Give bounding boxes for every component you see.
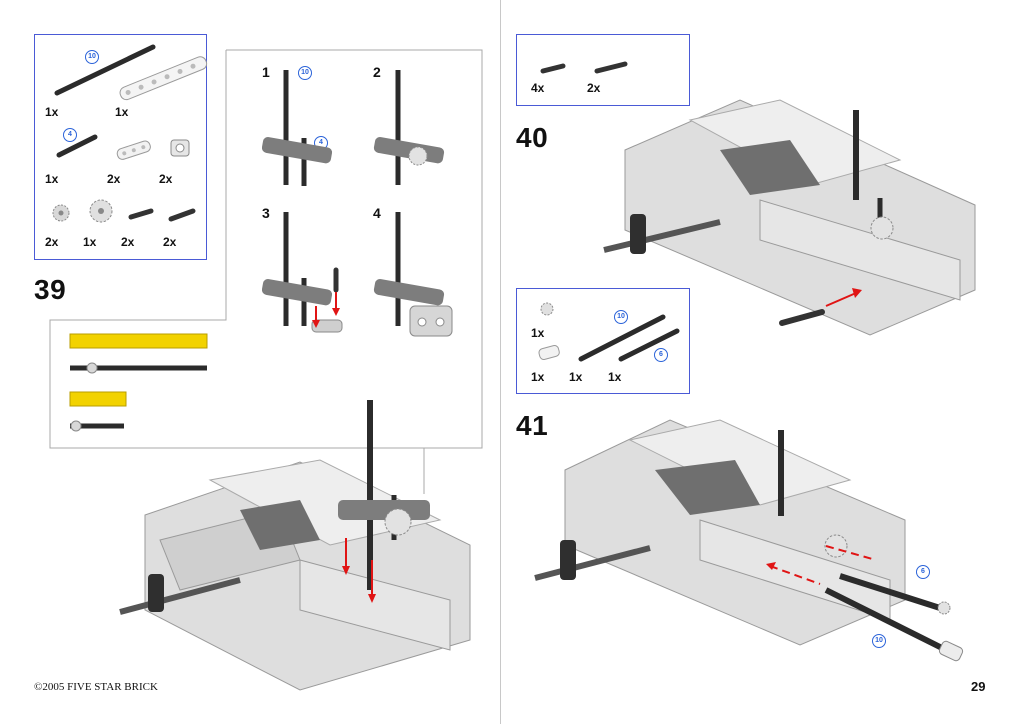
page-number: 29 xyxy=(971,679,986,694)
part-quantity: 1x xyxy=(45,105,59,119)
parts-panel-40: 4x 2x xyxy=(516,34,690,106)
part-quantity: 2x xyxy=(587,81,601,95)
part-quantity: 2x xyxy=(159,172,173,186)
part-quantity: 1x xyxy=(569,370,583,384)
part-quantity: 1x xyxy=(531,370,545,384)
part-quantity: 2x xyxy=(163,235,177,249)
parts-illustration-41 xyxy=(538,302,680,362)
substep-number: 4 xyxy=(373,205,381,221)
parts-illustration-39 xyxy=(52,44,208,223)
parts-panel-39: 10 4 1x 1x 1x 2x 2x 2x 1x 2x 2x xyxy=(34,34,208,260)
part-quantity: 2x xyxy=(45,235,59,249)
step-number: 39 xyxy=(34,274,67,305)
part-quantity: 2x xyxy=(121,235,135,249)
parts-illustration-40 xyxy=(540,61,628,74)
part-quantity: 2x xyxy=(107,172,121,186)
part-quantity: 1x xyxy=(45,172,59,186)
copyright-notice: ©2005 FIVE STAR BRICK xyxy=(34,681,158,693)
callout-badge: 10 xyxy=(872,634,886,648)
axle-length-badge: 4 xyxy=(63,128,77,142)
part-quantity: 1x xyxy=(83,235,97,249)
page-divider xyxy=(500,0,501,724)
axle-length-badge: 6 xyxy=(654,348,668,362)
step-number: 41 xyxy=(516,410,549,441)
axle-length-badge: 10 xyxy=(614,310,628,324)
callout-badge: 6 xyxy=(916,565,930,579)
part-quantity: 1x xyxy=(531,326,545,340)
axle-length-badge: 10 xyxy=(85,50,99,64)
part-quantity: 1x xyxy=(115,105,129,119)
substep-number: 2 xyxy=(373,64,381,80)
parts-panel-41: 10 6 1x 1x 1x 1x xyxy=(516,288,690,394)
step-number: 40 xyxy=(516,122,549,153)
part-quantity: 1x xyxy=(608,370,622,384)
substep-number: 1 xyxy=(262,64,270,80)
axle-length-badge: 10 xyxy=(298,66,312,80)
substep-number: 3 xyxy=(262,205,270,221)
part-quantity: 4x xyxy=(531,81,545,95)
